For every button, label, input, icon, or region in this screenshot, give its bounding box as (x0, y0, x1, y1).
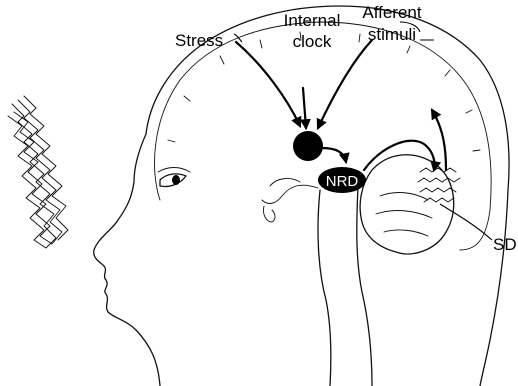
zigzag-wave-icon (14, 100, 62, 244)
eye (158, 168, 190, 187)
sd-leader (440, 204, 492, 240)
internal-clock-arrow (303, 88, 306, 128)
nrd-label: NRD (326, 173, 359, 190)
afferent-stimuli-arrow (318, 40, 372, 128)
sd-label: SD (493, 235, 517, 254)
arrows (236, 40, 446, 170)
internal-clock-label-line1: Internal (284, 11, 341, 30)
internal-clock-label-line2: clock (293, 32, 332, 51)
internal-clock-nucleus (293, 131, 323, 161)
stress-label: Stress (175, 31, 223, 50)
brain-outline (155, 22, 492, 250)
nucleus-to-nrd-arrow (322, 148, 346, 162)
stress-leader (234, 34, 242, 42)
zigzag-waves (8, 96, 68, 248)
stress-arrow (236, 42, 300, 126)
afferent-stimuli-label-line1: Afferent (362, 3, 422, 22)
brainstem (262, 179, 372, 386)
head-outline (94, 6, 509, 386)
head-profile (94, 6, 509, 386)
afferent-stimuli-label-line2: stimuli (368, 25, 416, 44)
